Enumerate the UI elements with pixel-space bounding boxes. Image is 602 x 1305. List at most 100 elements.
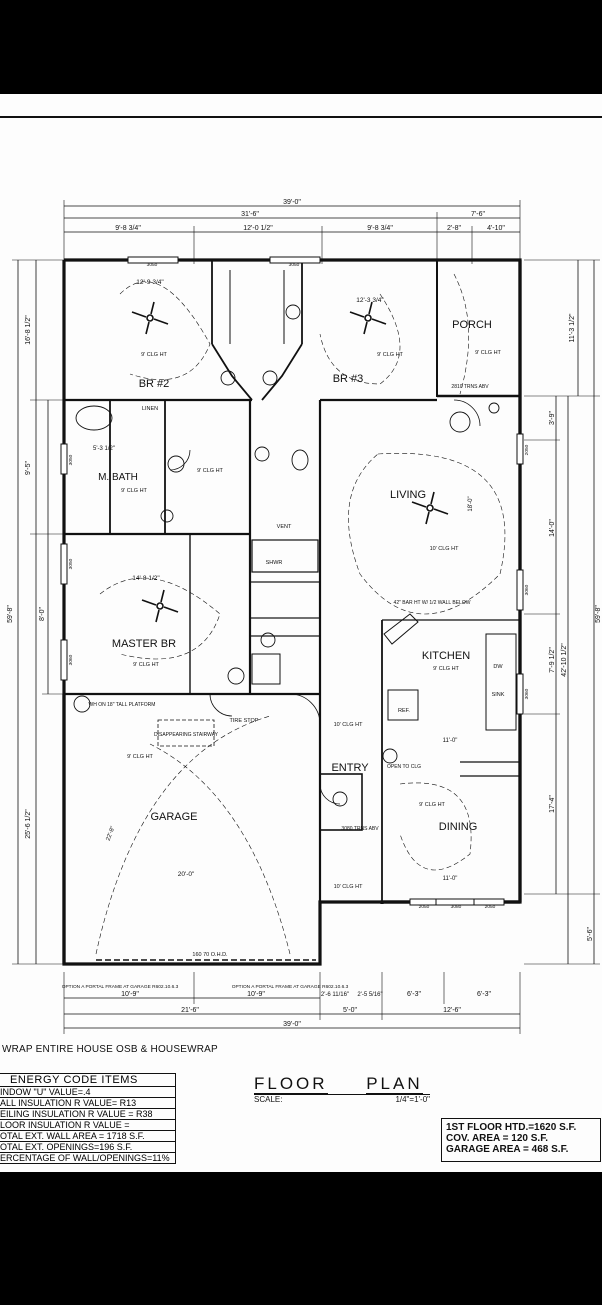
energy-row: LOOR INSULATION R VALUE = [0, 1120, 176, 1131]
plan-title: FLOOR PLAN [254, 1074, 423, 1094]
room-master: MASTER BR [112, 638, 176, 650]
dim-left-5: 25'-6 1/2" [25, 809, 32, 839]
label-mbath-ceiling: 9' CLG HT [121, 488, 147, 494]
energy-row: INDOW "U" VALUE=.4 [0, 1087, 176, 1098]
dim-overall-bottom: 39'-0" [283, 1021, 301, 1028]
label-water-heater: WH ON 18" TALL PLATFORM [89, 702, 156, 708]
room-living: LIVING [390, 489, 426, 501]
label-living-depth: 18'-0" [468, 496, 474, 511]
label-garage-ceiling: 9' CLG HT [127, 754, 153, 760]
energy-row: OTAL EXT. WALL AREA = 1718 S.F. [0, 1131, 176, 1142]
dim-top-sub-1: 9'-8 3/4" [115, 225, 141, 232]
dim-top-sub-2: 12'-0 1/2" [243, 225, 273, 232]
dim-top-sub-4: 2'-8" [447, 225, 461, 232]
dim-right-3: 14'-0" [549, 519, 556, 537]
label-shower: SHWR [266, 560, 283, 566]
window-tag-8: 3060 [68, 654, 74, 665]
energy-table-title: ENERGY CODE ITEMS [0, 1073, 176, 1087]
label-mbath-width: 5'-3 1/2" [93, 446, 115, 452]
label-porch-transom: 2810 TRNS ABV [451, 384, 489, 390]
dim-right-5: 7'-9 1/2" [549, 647, 556, 673]
housewrap-note: WRAP ENTIRE HOUSE OSB & HOUSEWRAP [2, 1044, 218, 1055]
dim-left-3: 59'-8" [7, 605, 14, 623]
dim-right-2: 3'-9" [549, 411, 556, 425]
energy-row: ALL INSULATION R VALUE= R13 [0, 1098, 176, 1109]
label-master-width: 14'-8 1/2" [132, 575, 160, 582]
room-kitchen: KITCHEN [422, 650, 470, 662]
plan-title-b: PLAN [366, 1074, 423, 1094]
window-tag-7: 3050 [68, 558, 74, 569]
label-open-to-ceiling: OPEN TO CLG [387, 764, 421, 770]
dim-overall-top: 39'-0" [283, 199, 301, 206]
energy-row: OTAL EXT. OPENINGS=196 S.F. [0, 1142, 176, 1153]
scale-value: 1/4"=1'-0" [395, 1095, 430, 1104]
label-sink: SINK [492, 692, 505, 698]
room-br3: BR #3 [333, 373, 364, 385]
window-tag-5: 2050 [485, 904, 496, 910]
label-bar: 42" BAR HT W/ 1/2 WALL BELOW [394, 600, 471, 606]
room-br2: BR #2 [139, 378, 170, 390]
window-tag-10: 2050 [524, 444, 530, 455]
label-dining-ceiling: 9' CLG HT [419, 802, 445, 808]
dim-top-sub-5: 4'-10" [487, 225, 505, 232]
dim-right-6: 42'-10 1/2" [561, 643, 568, 677]
label-br2-width: 12'-9 3/4" [136, 279, 164, 286]
dim-bottom-sub-2: 10'-9" [247, 991, 265, 998]
dim-top-seg-1: 31'-6" [241, 211, 259, 218]
plan-scale: SCALE: 1/4"=1'-0" [254, 1094, 430, 1104]
dim-right-1: 11'-3 1/2" [569, 313, 576, 343]
label-entry-ceiling: 10' CLG HT [334, 722, 364, 728]
dim-bottom-sub-3: 2'-6 11/16" [321, 992, 349, 998]
label-dining-width: 11'-0" [443, 876, 458, 882]
plan-title-a: FLOOR [254, 1074, 328, 1094]
room-porch: PORCH [452, 319, 492, 331]
dim-bottom-sub-5: 6'-3" [407, 991, 421, 998]
label-attic-stair: DISAPPEARING STAIRWAY [154, 732, 219, 738]
dim-bottom-sub-4: 2'-5 5/16" [357, 992, 382, 998]
floor-plan-drawing: 39'-0" 31'-6" 7'-6" 9'-8 3/4" 12'-0 1/2"… [7, 199, 602, 1034]
dim-bottom-sub-6: 6'-3" [477, 991, 491, 998]
drawing-sheet: 39'-0" 31'-6" 7'-6" 9'-8 3/4" 12'-0 1/2"… [0, 94, 602, 1172]
dim-left-1: 16'-8 1/2" [25, 315, 32, 345]
window-tag-6: 3050 [68, 454, 74, 465]
label-master-ceiling: 9' CLG HT [133, 662, 159, 668]
label-porch-ceiling: 9' CLG HT [475, 350, 501, 356]
dim-top-seg-2: 7'-6" [471, 211, 485, 218]
label-portal-right: OPTION A PORTAL FRAME AT GARAGE R602.10.… [232, 984, 349, 990]
label-living-ceiling: 10' CLG HT [430, 546, 460, 552]
sheet-border-line [0, 116, 602, 118]
label-entry-transom: 3080 TRNS ABV [341, 826, 379, 832]
label-portal-left: OPTION A PORTAL FRAME AT GARAGE R602.10.… [62, 984, 179, 990]
energy-code-table: ENERGY CODE ITEMS INDOW "U" VALUE=.4 ALL… [0, 1073, 176, 1164]
window-tag-4: 3080 [451, 904, 462, 910]
label-br3-width: 12'-3 3/4" [356, 297, 384, 304]
window-tag-3: 2050 [419, 904, 430, 910]
room-entry: ENTRY [331, 762, 369, 774]
label-entry-lower-ceiling: 10' CLG HT [334, 884, 364, 890]
window-tag-11: 3060 [524, 688, 530, 699]
window-tag-9: 3060 [524, 584, 530, 595]
label-garage-door: 160 70 O.H.D. [192, 952, 228, 958]
dim-bottom-seg-3: 12'-6" [443, 1007, 461, 1014]
label-linen: LINEN [142, 406, 158, 412]
label-kitchen-ceiling: 9' CLG HT [433, 666, 459, 672]
window-tag-2: 3050 [289, 262, 300, 268]
label-ref: REF. [398, 708, 410, 714]
label-garage-width: 20'-0" [178, 871, 195, 878]
room-dining: DINING [439, 821, 478, 833]
dim-bottom-seg-1: 21'-6" [181, 1007, 199, 1014]
scale-label: SCALE: [254, 1095, 283, 1104]
label-kitchen-width: 11'-0" [443, 738, 458, 744]
dim-right-8: 5'-6" [587, 927, 594, 941]
label-vent: VENT [277, 524, 292, 530]
area-row-garage: GARAGE AREA = 468 S.F. [446, 1144, 569, 1155]
dim-right-4: 59'-8" [595, 605, 602, 623]
room-garage: GARAGE [150, 811, 197, 823]
label-dw: DW [493, 664, 503, 670]
dim-top-sub-3: 9'-8 3/4" [367, 225, 393, 232]
dim-bottom-seg-2: 5'-0" [343, 1007, 357, 1014]
label-br2-ceiling: 9' CLG HT [141, 352, 167, 358]
dim-left-2: 9'-5" [25, 461, 32, 475]
label-hall-ceiling: 9' CLG HT [197, 468, 223, 474]
area-summary-box: 1ST FLOOR HTD.=1620 S.F. COV. AREA = 120… [441, 1118, 601, 1162]
